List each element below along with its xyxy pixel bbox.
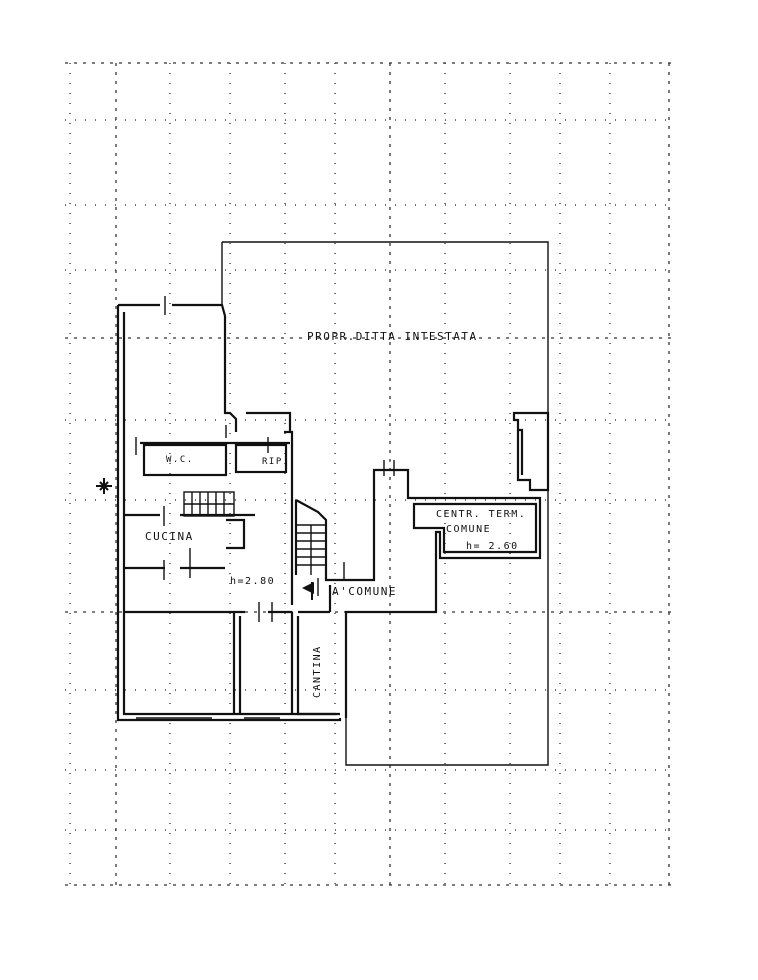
label-comune-corridor: A'COMUNE — [332, 585, 397, 598]
window-marks — [117, 296, 395, 719]
label-centr-term: CENTR. TERM. — [436, 509, 526, 520]
corridor-wall — [298, 468, 542, 718]
entrance-arrow-icon — [302, 582, 314, 600]
label-height-main: h=2.80 — [230, 576, 275, 587]
stair-lower — [294, 499, 328, 575]
label-cantina: CANTINA — [312, 645, 323, 698]
label-comune: COMUNE — [446, 524, 491, 535]
label-wc: W.C. — [166, 455, 194, 465]
north-arrow-icon — [96, 478, 112, 494]
interior-partitions — [124, 513, 340, 716]
wc-room — [142, 443, 228, 477]
chimney — [512, 411, 550, 492]
label-property: PROPR.DITTA INTESTATA — [307, 330, 478, 343]
rip-room — [234, 443, 288, 474]
centr-term-room — [412, 502, 538, 554]
label-height-centr: h= 2.60 — [466, 541, 519, 552]
stair-upper — [183, 491, 235, 517]
property-boundary — [221, 241, 549, 766]
label-cucina: CUCINA — [145, 530, 194, 543]
label-rip: RIP — [262, 457, 283, 467]
apartment-outer-wall — [116, 303, 342, 722]
